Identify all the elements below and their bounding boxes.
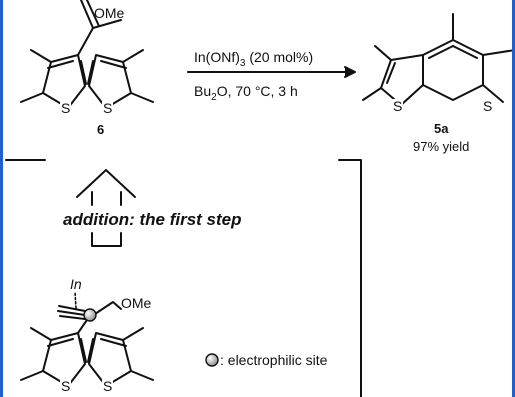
sm-ome-label: OMe: [94, 5, 125, 21]
product-5a-structure: [362, 13, 512, 106]
electrophilic-site-sphere: [83, 308, 97, 322]
bracket-box: [5, 159, 362, 397]
step-heading: addition: the first step: [63, 210, 242, 229]
product-sulfur-left: S: [392, 98, 404, 114]
sm-sulfur-right: S: [102, 100, 114, 116]
intermediate-sulfur-right: S: [102, 378, 114, 394]
legend-sphere-icon: [205, 353, 219, 367]
hollow-process-arrow: [76, 169, 136, 247]
sm-sulfur-left: S: [60, 100, 72, 116]
reagent-line: In(ONf)3 (20 mol%): [194, 49, 314, 69]
legend-text: : electrophilic site: [220, 352, 328, 368]
compound-label-6: 6: [97, 122, 105, 137]
conditions-line: Bu2O, 70 °C, 3 h: [194, 83, 298, 103]
reaction-arrow: [187, 66, 356, 78]
product-sulfur-right: S: [482, 98, 494, 114]
intermediate-sulfur-left: S: [60, 378, 72, 394]
indium-alkyne-intermediate: [20, 291, 154, 387]
compound-label-5a: 5a: [434, 121, 449, 136]
scheme-drawing: [5, 0, 512, 397]
yield-label: 97% yield: [413, 139, 470, 154]
bithiophene-6-structure: [20, 0, 154, 109]
intermediate-ome-label: OMe: [121, 295, 152, 311]
indium-label: In: [70, 276, 82, 292]
